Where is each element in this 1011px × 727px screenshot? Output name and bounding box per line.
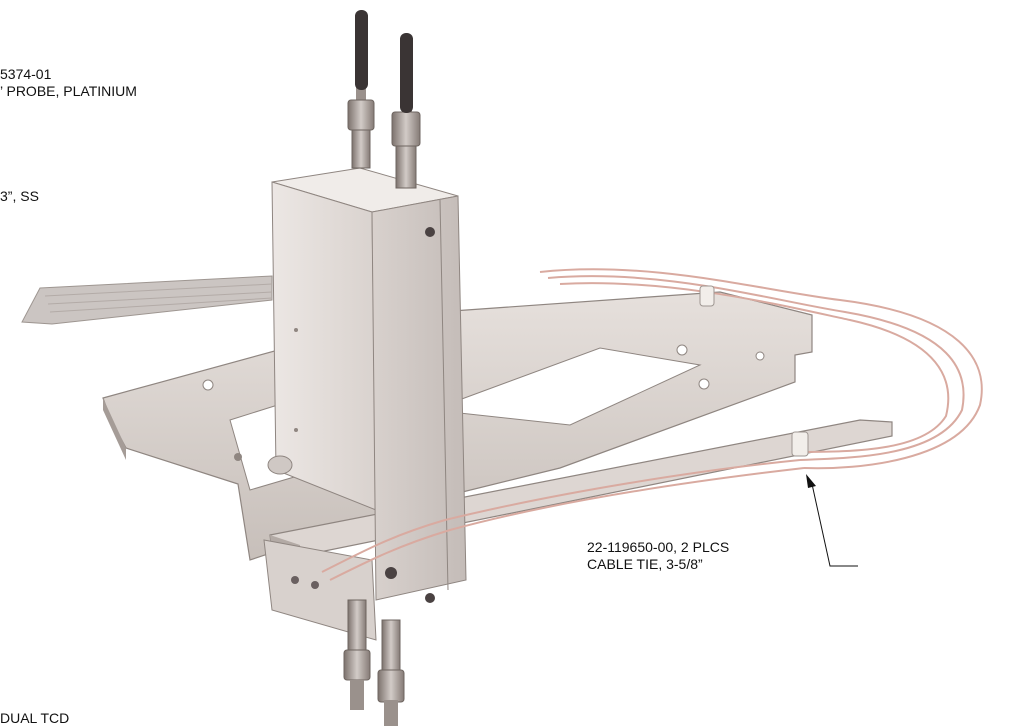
cable-tie-callout: 22-119650-00, 2 PLCS CABLE TIE, 3-5/8” — [587, 539, 729, 573]
probe-wires — [321, 268, 983, 581]
cable-tie-leader — [806, 474, 858, 567]
probe-description: ’ PROBE, PLATINIUM — [0, 83, 137, 99]
cable-tie-part-number: 22-119650-00, 2 PLCS — [587, 539, 730, 555]
bottom-fittings — [343, 599, 405, 726]
detector-callout: DUAL TCD — [0, 710, 69, 727]
detector-description: DUAL TCD — [0, 710, 70, 726]
cable-tie-upper — [699, 285, 715, 307]
cable-tie-lower — [791, 431, 809, 457]
probe-callout: 5374-01 ’ PROBE, PLATINIUM — [0, 66, 137, 100]
tubing-callout: 3”, SS — [0, 188, 39, 205]
top-fitting-left — [347, 10, 375, 169]
cable-tie-description: CABLE TIE, 3-5/8” — [587, 556, 703, 572]
top-fitting-right — [391, 33, 421, 189]
probe-part-number: 5374-01 — [0, 66, 52, 82]
ribbon-cable — [21, 275, 273, 325]
tubing-description: 3”, SS — [0, 188, 39, 204]
tcd-block — [271, 167, 467, 603]
